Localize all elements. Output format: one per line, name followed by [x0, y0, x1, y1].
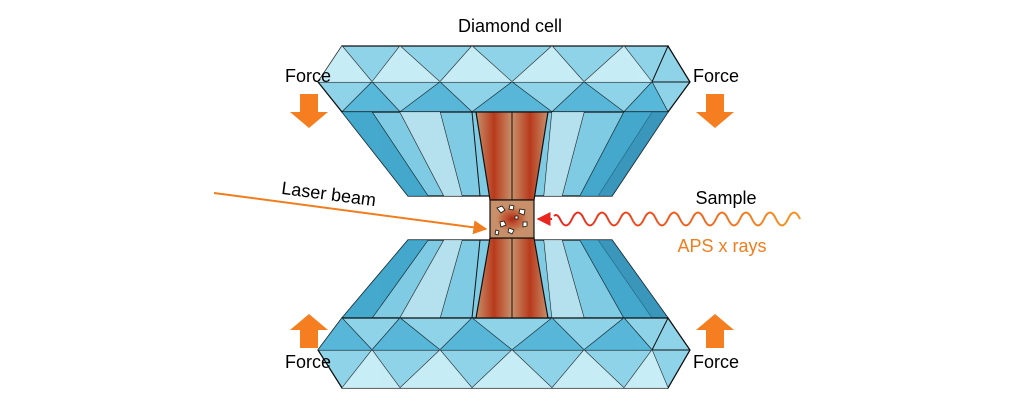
force-arrow-bottom-right	[696, 314, 734, 348]
xray-wave	[536, 211, 801, 227]
force-label-top-right: Force	[693, 66, 739, 86]
arrow-up-icon	[290, 314, 328, 348]
sample-chamber	[489, 199, 535, 239]
force-label-bottom-left: Force	[285, 352, 331, 372]
sample-particles	[494, 204, 528, 236]
force-arrow-bottom-left	[290, 314, 328, 348]
arrow-up-icon	[696, 314, 734, 348]
force-arrow-top-right	[696, 94, 734, 128]
sample-label: Sample	[695, 188, 756, 208]
arrow-down-icon	[290, 94, 328, 128]
force-label-bottom-right: Force	[693, 352, 739, 372]
laser-beam-arrow	[213, 192, 488, 235]
arrow-down-icon	[696, 94, 734, 128]
bottom-diamond	[317, 237, 691, 390]
diamond-cell-title: Diamond cell	[458, 16, 562, 36]
force-label-top-left: Force	[285, 66, 331, 86]
xray-label: APS x rays	[677, 236, 766, 256]
force-arrow-top-left	[290, 94, 328, 128]
laser-beam-label: Laser beam	[280, 178, 377, 210]
top-diamond	[317, 44, 691, 201]
wave-icon	[553, 211, 801, 227]
